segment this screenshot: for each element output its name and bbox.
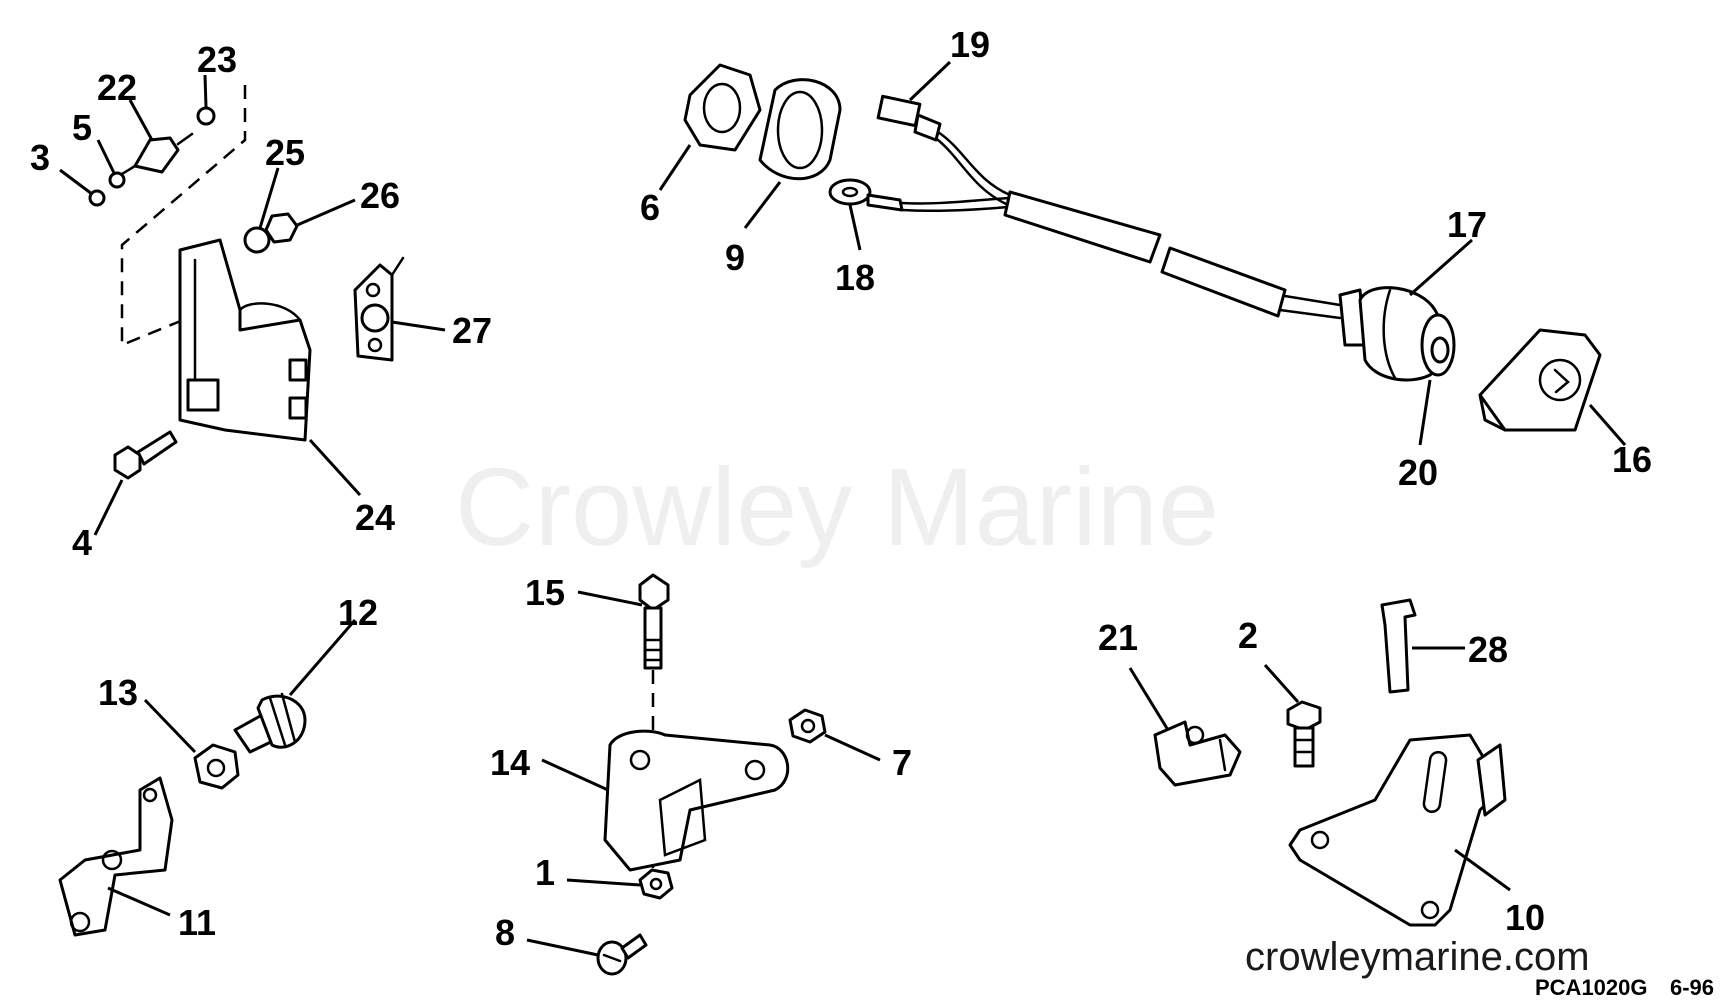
callout-13: 13	[98, 672, 138, 713]
leader-16	[1588, 404, 1627, 446]
leader-2	[1263, 664, 1300, 703]
leader-21	[1128, 667, 1170, 731]
callout-28: 28	[1468, 629, 1508, 670]
callout-17: 17	[1447, 204, 1487, 245]
part-24-bracket	[178, 238, 312, 442]
part-13-nut	[193, 743, 240, 790]
part-6-hex-nut	[683, 63, 762, 152]
part-11-arm	[58, 776, 174, 937]
part-28-clip	[1380, 598, 1417, 694]
leader-15	[577, 590, 643, 607]
part-22-stud	[120, 132, 194, 176]
leader-17	[1409, 238, 1473, 297]
callout-23: 23	[197, 39, 237, 80]
leader-24	[308, 438, 362, 497]
part-18-ring-terminal	[828, 178, 904, 212]
callout-26: 26	[360, 175, 400, 216]
callout-8: 8	[495, 912, 515, 953]
callout-14: 14	[490, 742, 530, 783]
date-code: 6-96	[1670, 975, 1714, 1000]
part-cable	[900, 130, 1342, 320]
part-8-screw	[596, 933, 648, 976]
leader-22	[128, 99, 154, 141]
callout-7: 7	[892, 742, 912, 783]
part-17-switch	[1338, 286, 1456, 382]
callout-22: 22	[97, 67, 137, 108]
callout-24: 24	[355, 497, 395, 538]
part-4-bolt	[113, 430, 178, 480]
watermark: Crowley Marine	[455, 446, 1219, 569]
callout-12: 12	[338, 592, 378, 633]
callout-6: 6	[640, 187, 660, 228]
callout-16: 16	[1612, 439, 1652, 480]
leader-8	[526, 938, 599, 957]
part-19-connector	[876, 94, 942, 142]
callout-25: 25	[265, 132, 305, 173]
part-25-washer	[243, 226, 271, 254]
part-2-bolt	[1286, 700, 1322, 768]
part-27-plate	[353, 256, 405, 362]
part-5-washer	[108, 171, 126, 189]
leader-14	[541, 758, 609, 792]
leader-19	[908, 60, 952, 102]
callout-15: 15	[525, 572, 565, 613]
part-9-boot	[758, 78, 842, 181]
dashed-assembly-outline	[120, 85, 247, 347]
leader-3	[59, 168, 93, 196]
leader-20	[1418, 379, 1432, 446]
part-1-nut	[638, 868, 674, 900]
leader-4	[93, 479, 124, 536]
leader-13	[143, 698, 197, 754]
part-16-bracket	[1478, 328, 1602, 432]
part-26-nut	[264, 212, 299, 244]
callout-19: 19	[950, 24, 990, 65]
part-15-bolt	[638, 573, 670, 670]
part-23-washer	[196, 106, 216, 126]
leader-26	[294, 198, 356, 228]
part-10-bracket	[1288, 733, 1507, 927]
leader-12	[288, 619, 357, 696]
callout-3: 3	[30, 137, 50, 178]
leader-23	[203, 74, 208, 108]
leader-5	[96, 139, 117, 176]
callout-5: 5	[72, 107, 92, 148]
leader-9	[743, 181, 782, 229]
website-url: crowleymarine.com	[1245, 935, 1590, 979]
callout-18: 18	[835, 257, 875, 298]
leader-7	[824, 733, 881, 762]
leader-1	[566, 878, 641, 887]
leader-25	[258, 167, 280, 229]
callout-9: 9	[725, 237, 745, 278]
callout-4: 4	[72, 522, 92, 563]
leader-10	[1454, 848, 1511, 892]
callout-1: 1	[535, 852, 555, 893]
leader-18	[848, 204, 862, 251]
callout-21: 21	[1098, 617, 1138, 658]
callout-11: 11	[178, 902, 216, 943]
part-14-bracket	[603, 729, 790, 872]
leader-27	[391, 320, 446, 332]
figure-code: PCA1020G	[1535, 975, 1648, 1000]
callout-27: 27	[452, 310, 492, 351]
part-12-knob	[233, 692, 307, 754]
part-7-nut	[788, 708, 827, 744]
leader-11	[107, 886, 171, 917]
leader-6	[658, 144, 692, 191]
part-3-nut	[88, 189, 106, 207]
part-21-clip	[1153, 720, 1242, 787]
callout-10: 10	[1505, 897, 1545, 938]
callout-2: 2	[1238, 615, 1258, 656]
callout-20: 20	[1398, 452, 1438, 493]
